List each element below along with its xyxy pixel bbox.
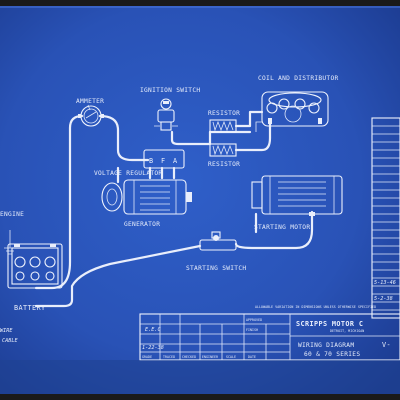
date: 1-22-38 — [142, 345, 164, 351]
row-label-grade: GRADE — [142, 355, 152, 359]
starting-motor — [251, 175, 343, 216]
revision-date-1: 5-13-46 — [374, 280, 396, 286]
field-approved: APPROVED — [246, 318, 262, 322]
drawing-title-1: WIRING DIAGRAM — [298, 342, 354, 349]
revision-strip: 5-13-46 5-2-38 — [371, 117, 400, 319]
starting-switch — [199, 231, 237, 251]
company-city: DETROIT, MICHIGAN — [330, 329, 364, 333]
side-note-cable: CABLE — [2, 338, 18, 344]
battery-label: BATTERY — [14, 304, 45, 312]
ammeter — [78, 105, 104, 127]
ignition-switch-label: IGNITION SWITCH — [140, 87, 200, 94]
field-finish: FINISH — [246, 328, 258, 332]
terminal-f: F — [161, 157, 166, 165]
coil-distributor — [255, 91, 329, 132]
resistor-top — [209, 119, 237, 133]
resistor-bottom-label: RESISTOR — [208, 161, 240, 168]
row-label-scale: SCALE — [226, 355, 236, 359]
generator — [101, 179, 192, 215]
drawing-number: V- — [382, 341, 391, 349]
notice-text: ALLOWABLE VARIATION IN DIMENSIONS UNLESS… — [255, 305, 376, 309]
row-label-engineer: ENGINEER — [202, 355, 218, 359]
row-label-checked: CHECKED — [182, 355, 196, 359]
row-label-traced: TRACED — [163, 355, 175, 359]
starting-motor-label: STARTING MOTOR — [254, 224, 310, 231]
coil-distributor-label: COIL AND DISTRIBUTOR — [258, 75, 339, 82]
drawing-title-2: 60 & 70 SERIES — [304, 351, 360, 358]
voltage-regulator: B F A — [143, 149, 185, 169]
voltage-regulator-label: VOLTAGE REGULATOR — [94, 170, 162, 177]
battery — [7, 243, 63, 289]
ammeter-label: AMMETER — [76, 98, 104, 105]
engine-label: ENGINE — [0, 211, 24, 218]
side-note-wire: WIRE — [0, 328, 13, 334]
terminal-b: B — [149, 157, 154, 165]
terminal-a: A — [173, 157, 178, 165]
generator-label: GENERATOR — [124, 221, 160, 228]
starting-switch-label: STARTING SWITCH — [186, 265, 246, 272]
revision-date-2: 5-2-38 — [374, 296, 393, 302]
initials: E.E.C — [145, 327, 161, 333]
row-label-date: DATE — [248, 355, 256, 359]
resistor-top-label: RESISTOR — [208, 110, 240, 117]
ignition-switch — [154, 98, 178, 131]
resistor-bottom — [209, 143, 237, 157]
company-name: SCRIPPS MOTOR C — [296, 320, 363, 328]
